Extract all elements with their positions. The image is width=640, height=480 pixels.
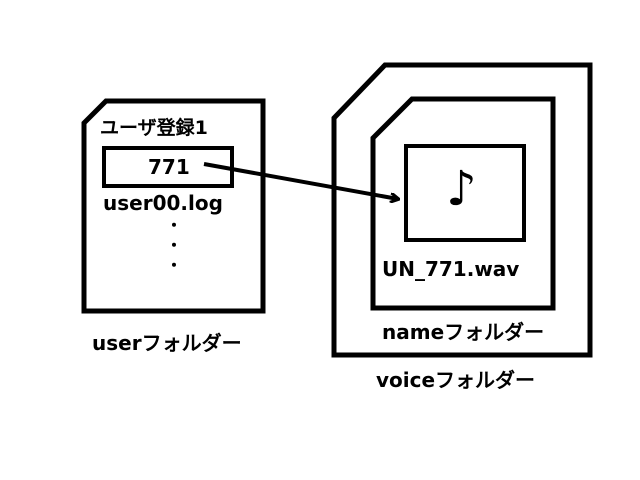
ellipsis-dot: ・ xyxy=(166,256,183,275)
wav-icon-box xyxy=(404,144,526,242)
name-folder-label: nameフォルダー xyxy=(382,320,545,344)
music-note-icon: ♪ xyxy=(446,161,477,217)
user-value: 771 xyxy=(148,155,190,179)
user-file-title: ユーザ登録1 xyxy=(100,117,208,139)
user-folder-label: userフォルダー xyxy=(92,331,242,355)
ellipsis-dot: ・ xyxy=(166,216,183,235)
wav-file-name: UN_771.wav xyxy=(382,257,520,281)
voice-folder-label: voiceフォルダー xyxy=(376,368,536,392)
link-arrow xyxy=(203,162,398,199)
ellipsis-dot: ・ xyxy=(166,236,183,255)
user-file-name: user00.log xyxy=(103,191,223,215)
